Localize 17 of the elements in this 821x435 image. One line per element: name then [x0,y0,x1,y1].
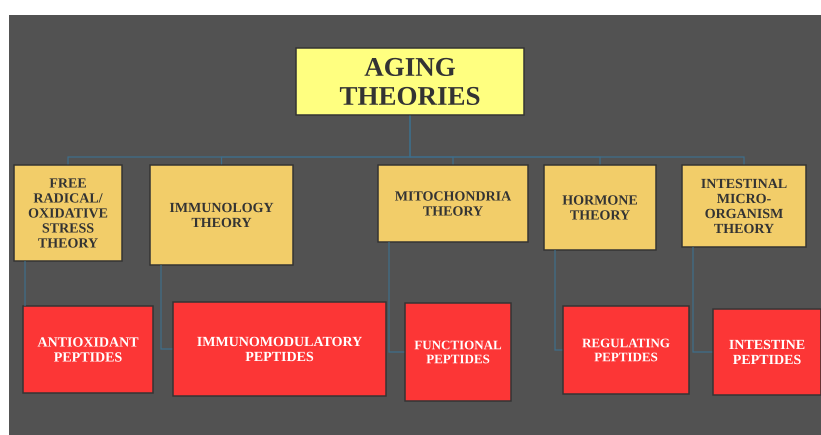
connector-line [409,116,745,164]
connector-line [692,246,712,353]
theory-box: INTESTINAL MICRO-ORGANISM THEORY [681,164,807,248]
theory-box: IMMUNOLOGY THEORY [149,164,294,266]
connector-line [24,261,26,306]
title-box: AGING THEORIES [295,47,525,116]
peptide-box: REGULATING PEPTIDES [562,305,690,395]
connector-line [554,250,562,351]
connector-line [160,264,172,350]
theory-box: MITOCHONDRIA THEORY [377,164,529,243]
peptide-box: ANTIOXIDANT PEPTIDES [22,305,154,394]
connector-line [388,242,404,353]
theory-box: HORMONE THEORY [543,164,657,251]
peptide-box: IMMUNOMODULATORY PEPTIDES [172,301,387,397]
peptide-box: INTESTINE PEPTIDES [712,308,821,396]
peptide-box: FUNCTIONAL PEPTIDES [404,302,512,402]
theory-box: FREE RADICAL/ OXIDATIVE STRESS THEORY [13,164,123,262]
